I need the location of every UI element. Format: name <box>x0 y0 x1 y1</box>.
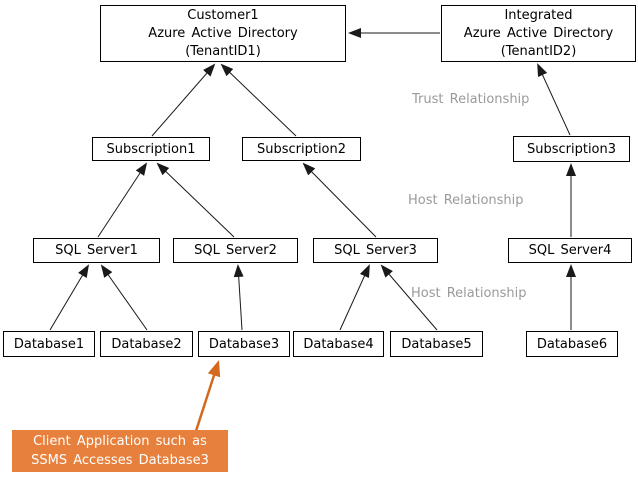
node-subscription3: Subscription3 <box>513 136 630 162</box>
node-label-line: Azure Active Directory <box>463 25 614 41</box>
edge-database1-to-sqlserver1 <box>49 264 90 331</box>
edge-sqlserver3-to-subscription2 <box>302 162 377 238</box>
node-sql-server1: SQL Server1 <box>33 238 160 263</box>
callout-text-line: SSMS Accesses Database3 <box>31 453 209 468</box>
node-label-line: (TenantID1) <box>185 43 261 59</box>
edge-database3-to-sqlserver2 <box>233 264 244 331</box>
host-relationship-label-lower: Host Relationship <box>411 286 527 301</box>
node-customer1-azure-active-directory: Customer1 Azure Active Directory (Tenant… <box>100 5 346 62</box>
edge-database2-to-sqlserver1 <box>100 264 148 331</box>
node-sql-server4: SQL Server4 <box>508 238 632 263</box>
node-database1: Database1 <box>3 331 95 357</box>
client-application-callout: Client Application such as SSMS Accesses… <box>12 430 228 472</box>
edge-subscription3-to-integrated <box>537 63 571 136</box>
node-integrated-azure-active-directory: Integrated Azure Active Directory (Tenan… <box>441 5 636 62</box>
node-sql-server3: SQL Server3 <box>313 238 438 263</box>
node-database6: Database6 <box>526 331 618 357</box>
edge-sqlserver2-to-subscription1 <box>156 162 235 238</box>
node-label-line: Integrated <box>504 7 573 23</box>
edge-subscription1-to-customer <box>151 63 216 137</box>
node-subscription2: Subscription2 <box>242 137 361 161</box>
node-database4: Database4 <box>293 331 384 357</box>
edge-database4-to-sqlserver3 <box>339 264 370 331</box>
node-database3: Database3 <box>198 331 290 357</box>
node-database5: Database5 <box>390 331 483 357</box>
callout-text-line: Client Application such as <box>33 434 207 449</box>
node-label-line: (TenantID2) <box>500 43 577 59</box>
node-label-line: Customer1 <box>187 7 259 23</box>
node-subscription1: Subscription1 <box>92 137 210 161</box>
edge-subscription2-to-customer <box>220 63 297 137</box>
edge-callout-to-database3 <box>194 360 221 432</box>
node-label-line: Azure Active Directory <box>148 25 298 41</box>
trust-relationship-label: Trust Relationship <box>412 92 530 107</box>
host-relationship-label-upper: Host Relationship <box>408 193 524 208</box>
node-sql-server2: SQL Server2 <box>173 238 298 263</box>
node-database2: Database2 <box>100 331 193 357</box>
edge-sqlserver1-to-subscription1 <box>97 162 148 238</box>
